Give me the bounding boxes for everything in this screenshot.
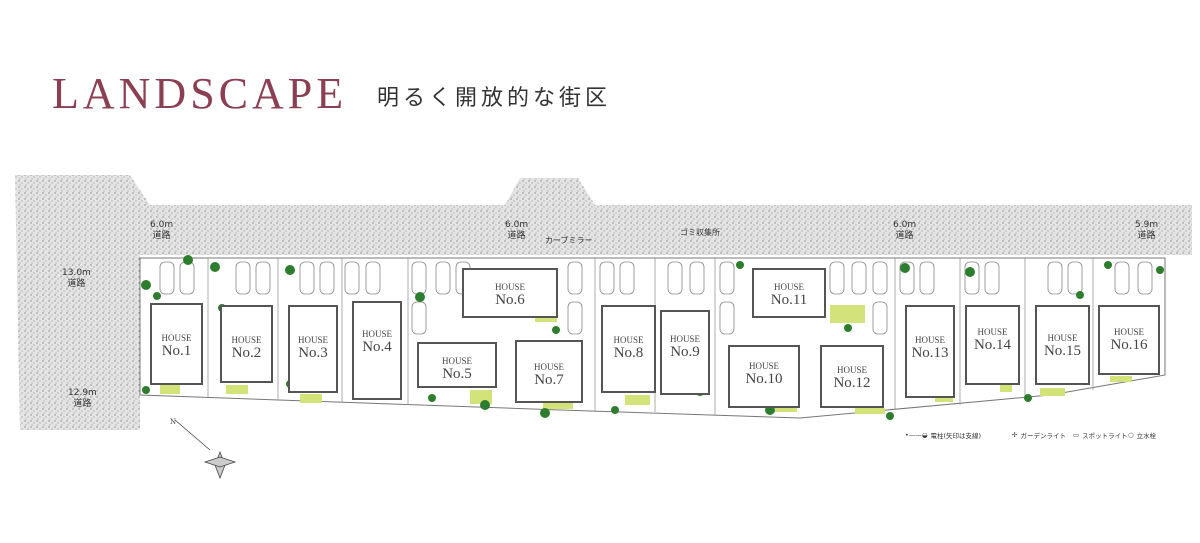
garden-light-icon: ✢ [1012,431,1018,439]
road-left [15,175,1192,430]
garbage-collection-label: ゴミ収集所 [680,228,720,237]
curve-mirror-label: カーブミラー [545,236,593,245]
faucet-icon: ○ [1128,431,1134,439]
north-compass-icon: N [170,418,237,480]
parking-spaces [159,261,1153,335]
legend-item-utility-pole: •——◒電柱(矢印は支線) [905,431,982,440]
utility-pole-icon: •——◒ [905,431,928,439]
page-subtitle: 明るく開放的な街区 [377,86,612,111]
svg-text:N: N [170,418,176,426]
spotlight-icon: ▭ [1073,431,1080,439]
road-top-bump [505,178,595,205]
page-title: LANDSCAPE [52,69,348,118]
legend-item-faucet: ○立水栓 [1128,431,1157,440]
legend-item-garden-light: ✢ガーデンライト [1012,431,1066,440]
legend-item-spotlight: ▭スポットライト [1073,431,1128,440]
